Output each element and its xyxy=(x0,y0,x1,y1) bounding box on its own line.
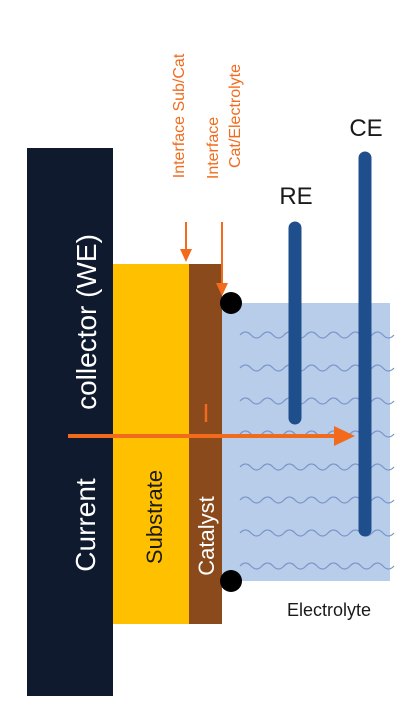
interface-sub-cat-label: Interface Sub/Cat xyxy=(171,53,188,178)
current-symbol-label: I xyxy=(202,398,209,428)
interface-cat-electrolyte-arrow-head xyxy=(216,283,228,296)
catalyst-label: Catalyst xyxy=(194,496,219,575)
interface-cat-electrolyte-label-line1: Interface xyxy=(205,117,222,179)
current-collector-label-line2: collector (WE) xyxy=(71,234,102,410)
electrolyte-waves xyxy=(239,331,395,570)
bubble-bottom xyxy=(220,570,242,592)
electrolyte-wave xyxy=(239,562,395,570)
reference-electrode-label: RE xyxy=(279,183,312,210)
counter-electrode-label: CE xyxy=(349,115,382,142)
electrolyte-label: Electrolyte xyxy=(287,600,371,620)
electrolyte-wave xyxy=(239,529,395,537)
interface-sub-cat-arrow-head xyxy=(180,249,192,262)
current-arrow-head xyxy=(334,426,355,446)
current-collector xyxy=(27,148,113,696)
bubble-top xyxy=(220,292,242,314)
catalyst-layer xyxy=(189,264,222,624)
interface-cat-electrolyte-label-line2: Cat/Electrolyte xyxy=(227,64,244,168)
substrate-label: Substrate xyxy=(142,470,167,564)
substrate-layer xyxy=(113,264,189,624)
current-collector-label-line1: Current xyxy=(70,478,101,572)
